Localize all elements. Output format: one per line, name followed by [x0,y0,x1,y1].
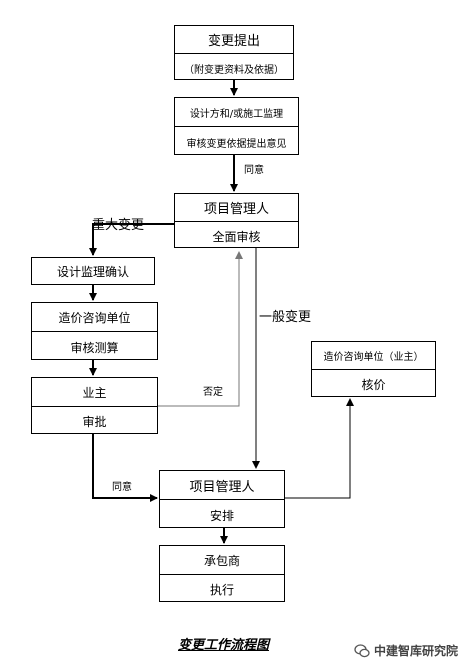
node-title: 造价咨询单位（业主） [323,352,424,363]
node-title: 业主 [82,385,107,400]
node-subtitle: 全面审核 [175,221,298,250]
node-subtitle: 核价 [312,369,435,399]
diagram-caption: 变更工作流程图 [178,638,270,653]
node-contractor: 承包商 执行 [159,545,285,602]
node-title: 承包商 [203,553,240,568]
node-title: 设计监理确认 [56,264,129,279]
node-line1: 设计方和/或施工监理 [189,108,284,120]
node-owner: 业主 审批 [31,377,158,434]
arrow-arrange-to-cost-owner [285,398,354,499]
watermark: 中建智库研究院 [354,642,458,659]
node-design-review: 设计方和/或施工监理 审核变更依据提出意见 [174,97,299,155]
node-subtitle: 执行 [160,574,284,604]
node-change-proposal: 变更提出 （附变更资料及依据） [174,25,294,80]
node-cost-consult-owner: 造价咨询单位（业主） 核价 [311,341,436,397]
edge-label-agree: 同意 [112,482,132,493]
node-pm-review: 项目管理人 全面审核 [174,193,299,248]
arrow-pm-to-supervision [89,223,174,256]
node-subtitle: 审批 [32,406,157,436]
edge-label-general-change: 一般变更 [259,310,312,325]
node-line2: 审核变更依据提出意见 [175,126,298,157]
node-subtitle: 安排 [160,499,284,530]
node-cost-consult-audit: 造价咨询单位 审核测算 [31,302,158,360]
node-title: 变更提出 [207,34,260,49]
watermark-text: 中建智库研究院 [374,644,459,658]
arrow-owner-to-arrange [92,434,158,502]
edge-label-agree: 同意 [244,165,264,176]
edge-label-reject: 否定 [203,387,223,398]
node-subtitle: （附变更资料及依据） [175,53,293,82]
arrow-owner-reject [158,251,243,407]
wechat-icon [354,643,370,657]
node-title: 项目管理人 [189,479,255,495]
node-subtitle: 审核测算 [32,331,157,362]
edge-label-major-change: 重大变更 [92,218,145,233]
node-pm-arrange: 项目管理人 安排 [159,470,285,528]
node-title: 造价咨询单位 [58,310,131,325]
node-design-supervision: 设计监理确认 [31,257,155,285]
node-title: 项目管理人 [203,202,269,217]
